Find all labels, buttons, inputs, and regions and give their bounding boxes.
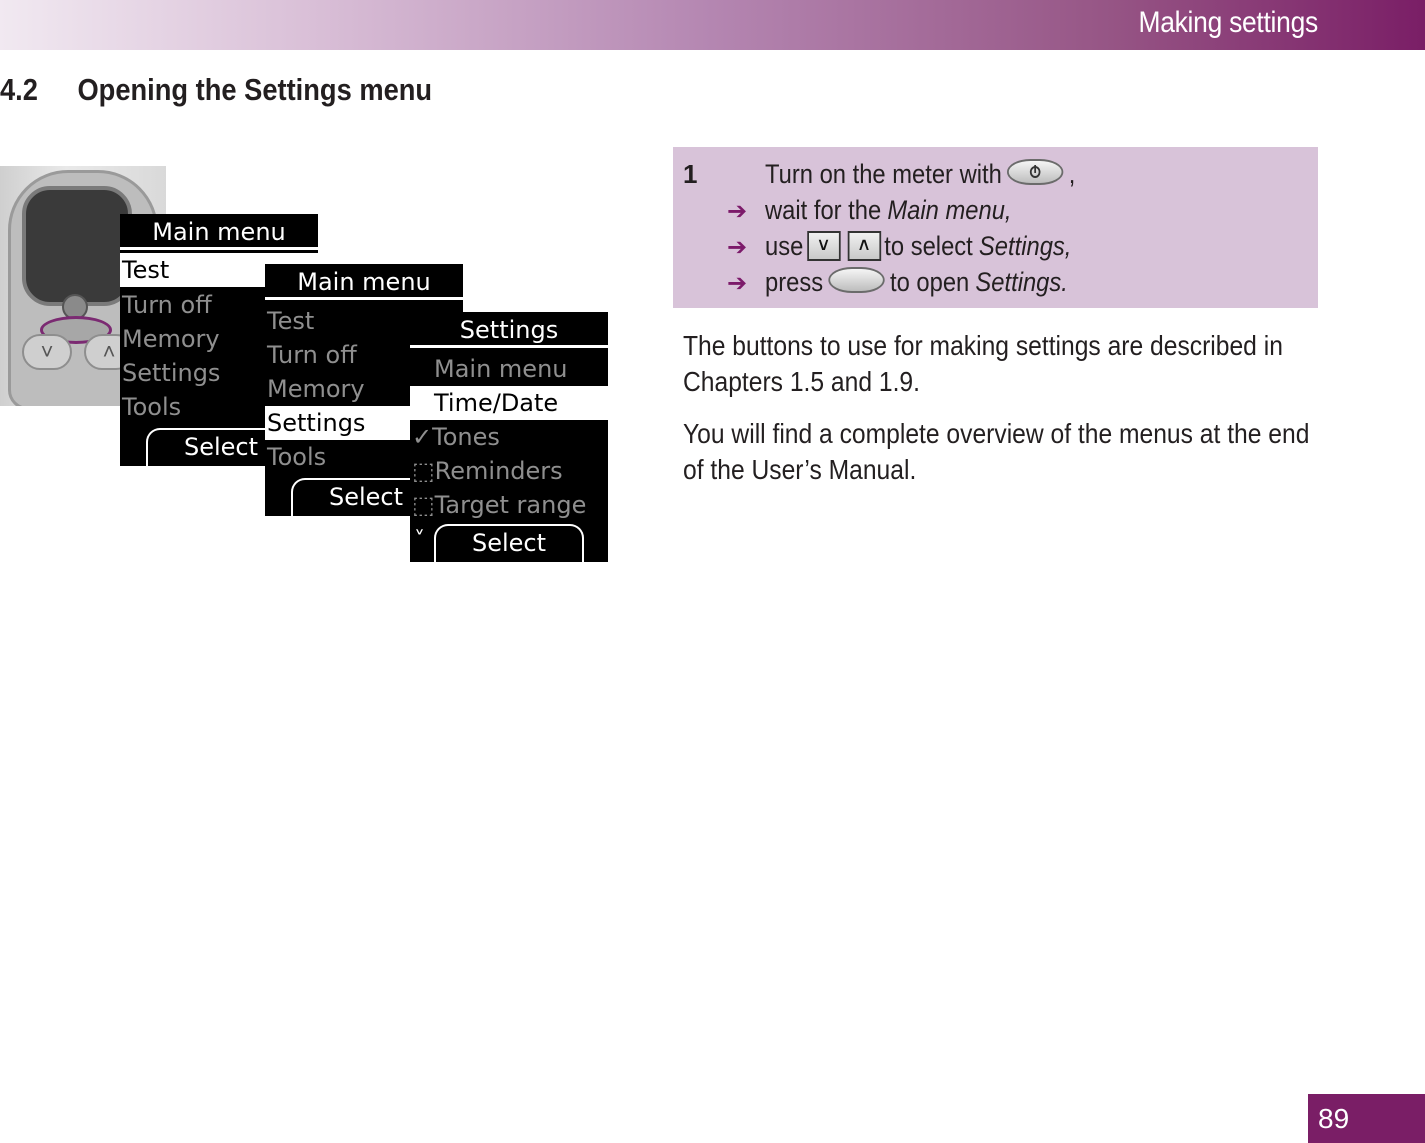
lcd-item: ⬚Target range [412,491,587,519]
lcd-item-selected: Time/Date [410,386,608,420]
instruction-text: Turn on the meter with [765,158,1002,189]
lcd-select-label: Select [434,524,584,562]
lcd-item: Memory [122,325,220,353]
arrow-icon: ➔ [727,198,748,225]
header-title: Making settings [1138,6,1319,39]
instruction-text: press [765,266,824,297]
instruction-line-3: use ˅ ˄ to select Settings, [765,229,1071,263]
instruction-text: to open [889,266,970,297]
instruction-emphasis: Settings, [978,230,1072,261]
lcd-item: Memory [267,375,365,403]
down-key-icon: ˅ [806,231,841,261]
lcd-item: Settings [122,359,221,387]
select-button-icon [828,267,885,293]
lcd-select-label: Select [291,478,441,516]
instruction-emphasis: Main menu, [887,194,1012,225]
header-bar: Making settings [0,0,1425,50]
instruction-box: 1 Turn on the meter with , ➔ wait for th… [673,147,1318,308]
scroll-down-icon: ˅ [414,528,425,553]
instruction-text: , [1068,158,1076,189]
lcd-item: Tools [267,443,327,471]
lcd-title: Main menu [265,264,463,300]
instruction-text: use [765,230,804,261]
lcd-screen-settings: Settings Main menu Time/Date ✓Tones ⬚Rem… [410,312,608,562]
lcd-title: Settings [410,312,608,348]
step-number: 1 [683,159,698,189]
up-key-icon: ˄ [847,231,881,261]
section-heading: 4.2 Opening the Settings menu [0,72,432,108]
lcd-item: Turn off [267,341,357,369]
paragraph-overview: You will find a complete overview of the… [683,418,1310,485]
instruction-line-1: Turn on the meter with , [765,157,1075,191]
page-number: 89 [1308,1094,1425,1143]
instruction-text: wait for the [765,194,882,225]
meter-screen [22,186,132,306]
instruction-emphasis: Settings. [975,266,1068,297]
lcd-title: Main menu [120,214,318,250]
power-button-icon [1007,159,1064,185]
section-title: Opening the Settings menu [77,72,433,107]
instruction-line-4: press to open Settings. [765,265,1068,299]
lcd-item: ⬚Reminders [412,457,563,485]
section-number: 4.2 [0,72,38,107]
lcd-item: Main menu [434,355,568,383]
instruction-text: to select [884,230,973,261]
lcd-item: ✓Tones [412,423,500,451]
arrow-icon: ➔ [727,234,748,261]
instruction-line-2: wait for the Main menu, [765,193,1012,227]
paragraph-buttons: The buttons to use for making settings a… [683,330,1283,397]
arrow-icon: ➔ [727,270,748,297]
lcd-item: Test [267,307,315,335]
meter-down-button: ˅ [22,334,72,370]
lcd-item: Turn off [122,291,212,319]
lcd-item: Tools [122,393,182,421]
